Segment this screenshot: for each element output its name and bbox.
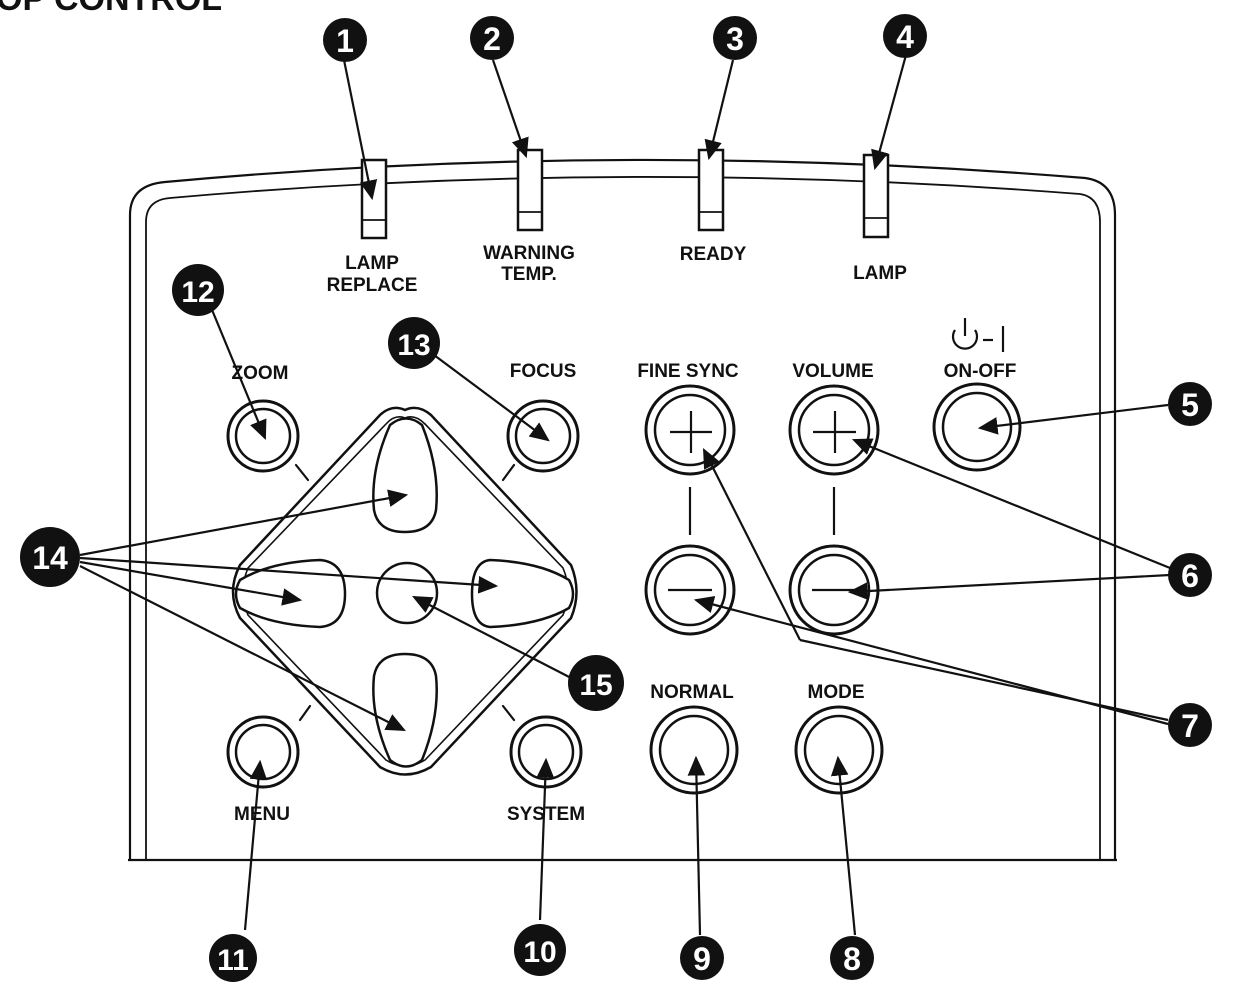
label-fine-sync: FINE SYNC [637, 361, 739, 382]
svg-text:14: 14 [32, 540, 68, 576]
callout-2: 2 [470, 16, 514, 60]
label-volume: VOLUME [792, 361, 873, 382]
on-off-button[interactable] [932, 382, 1022, 472]
svg-text:5: 5 [1181, 387, 1199, 423]
svg-text:1: 1 [336, 23, 354, 59]
label-warning: WARNING [483, 243, 575, 264]
callout-10: 10 [514, 924, 566, 976]
svg-text:12: 12 [181, 276, 214, 309]
label-focus: FOCUS [510, 361, 577, 382]
indicator-ready [697, 148, 725, 232]
label-normal: NORMAL [650, 682, 734, 703]
system-button[interactable] [509, 715, 583, 789]
mode-button[interactable] [794, 705, 884, 795]
label-system: SYSTEM [507, 804, 585, 825]
indicator-warning-temp [516, 148, 544, 232]
label-menu: MENU [234, 804, 290, 825]
leader-lines [79, 54, 1171, 936]
callout-9: 9 [680, 936, 724, 980]
callout-11: 11 [209, 934, 257, 982]
callout-1: 1 [323, 18, 367, 62]
callout-15: 15 [568, 655, 624, 711]
svg-text:7: 7 [1181, 708, 1199, 744]
svg-text:11: 11 [217, 944, 249, 977]
label-lamp-indicator: LAMP [853, 263, 907, 284]
svg-text:2: 2 [483, 21, 501, 57]
svg-text:4: 4 [896, 19, 914, 55]
volume-plus-button[interactable] [788, 384, 880, 476]
callout-12: 12 [172, 264, 224, 316]
label-ready: READY [680, 244, 747, 265]
label-temp: TEMP. [501, 264, 557, 285]
volume-minus-button[interactable] [788, 544, 880, 636]
label-mode: MODE [808, 682, 865, 703]
callout-4: 4 [883, 14, 927, 58]
fine-sync-plus-button[interactable] [644, 384, 736, 476]
callout-6: 6 [1168, 553, 1212, 597]
diagram-heading: OP CONTROL [0, 0, 222, 18]
menu-button[interactable] [226, 715, 300, 789]
callout-5: 5 [1168, 382, 1212, 426]
svg-text:10: 10 [523, 936, 556, 969]
svg-text:6: 6 [1181, 558, 1199, 594]
svg-text:8: 8 [843, 941, 861, 977]
label-on-off: ON-OFF [944, 361, 1017, 382]
callout-3: 3 [713, 16, 757, 60]
center-select-button[interactable] [375, 561, 439, 625]
callout-8: 8 [830, 936, 874, 980]
label-zoom: ZOOM [232, 363, 289, 384]
system-led [501, 704, 516, 722]
svg-text:9: 9 [693, 941, 711, 977]
fine-sync-minus-button[interactable] [644, 544, 736, 636]
label-lamp: LAMP [345, 253, 399, 274]
label-replace: REPLACE [327, 275, 418, 296]
power-icon [951, 318, 1005, 352]
svg-text:3: 3 [726, 21, 744, 57]
down-arrow-button[interactable] [372, 652, 438, 768]
zoom-led [294, 463, 310, 482]
normal-button[interactable] [649, 705, 739, 795]
focus-led [501, 463, 516, 482]
svg-text:13: 13 [397, 329, 430, 362]
menu-led [298, 704, 312, 722]
callout-13: 13 [388, 317, 440, 369]
callout-14: 14 [20, 527, 80, 587]
callout-7: 7 [1168, 703, 1212, 747]
panel-outline [128, 158, 1117, 862]
svg-text:15: 15 [579, 669, 612, 702]
